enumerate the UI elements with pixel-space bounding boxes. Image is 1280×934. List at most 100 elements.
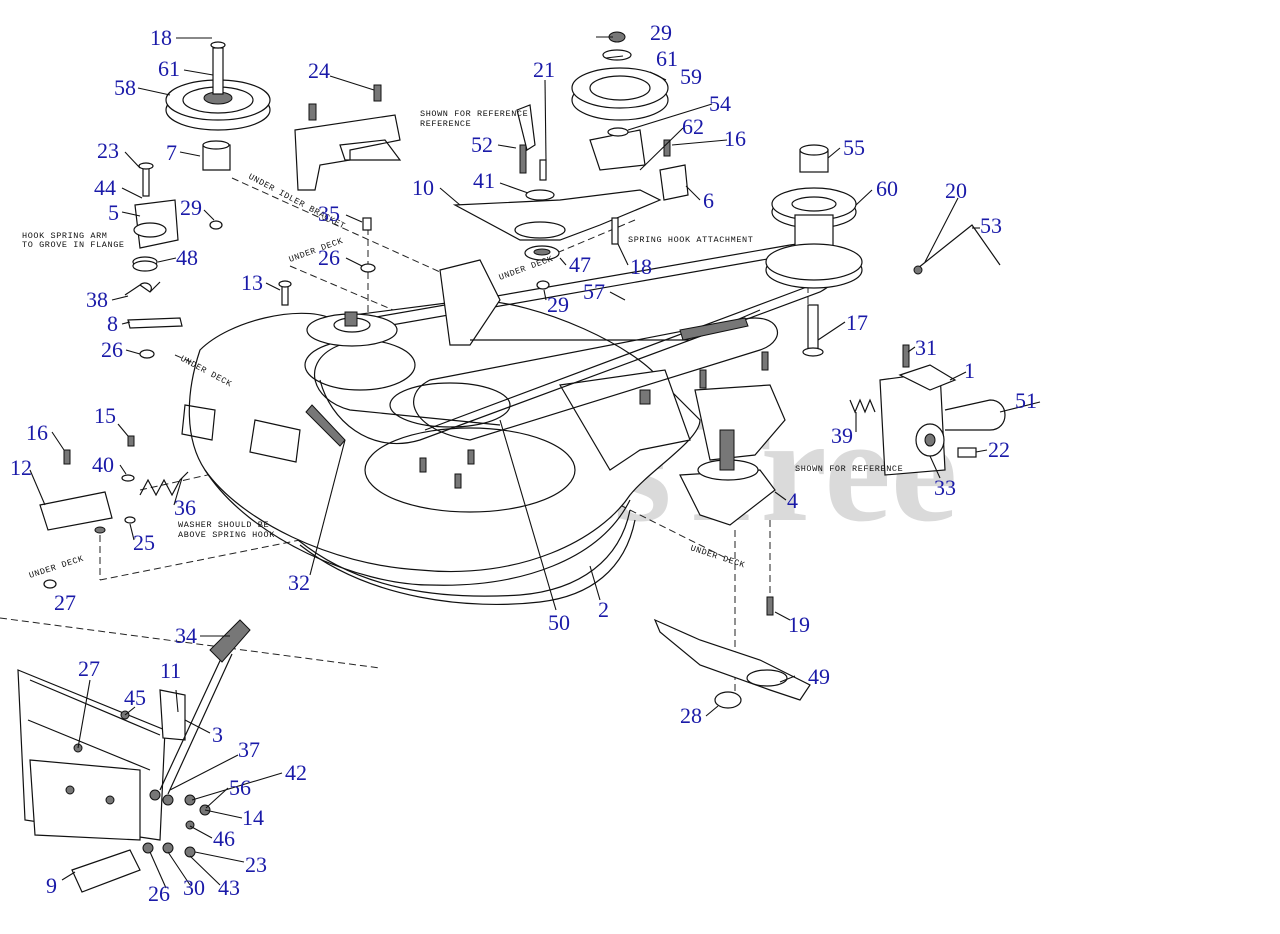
callout-16b[interactable]: 16 — [26, 420, 48, 445]
torsion-spring-38 — [124, 281, 161, 296]
callout-25[interactable]: 25 — [133, 530, 155, 555]
callout-46[interactable]: 46 — [213, 826, 235, 851]
callout-4[interactable]: 4 — [787, 488, 798, 513]
callout-60[interactable]: 60 — [876, 176, 898, 201]
callout-numbers: 18 61 58 24 21 29 61 59 54 62 16 55 52 7… — [10, 20, 1037, 906]
callout-44[interactable]: 44 — [94, 175, 116, 200]
callout-28[interactable]: 28 — [680, 703, 702, 728]
callout-19[interactable]: 19 — [788, 612, 810, 637]
spring-36 — [139, 471, 189, 497]
callout-49[interactable]: 49 — [808, 664, 830, 689]
callout-27b[interactable]: 27 — [78, 656, 100, 681]
callout-5[interactable]: 5 — [108, 200, 119, 225]
callout-32[interactable]: 32 — [288, 570, 310, 595]
callout-24[interactable]: 24 — [308, 58, 330, 83]
idler-bracket-10 — [452, 104, 662, 241]
spring-hook-6 — [659, 164, 689, 201]
callout-40[interactable]: 40 — [92, 452, 114, 477]
callout-23a[interactable]: 23 — [97, 138, 119, 163]
callout-26b[interactable]: 26 — [101, 337, 123, 362]
callout-41[interactable]: 41 — [473, 168, 495, 193]
callout-61a[interactable]: 61 — [158, 56, 180, 81]
callout-10[interactable]: 10 — [412, 175, 434, 200]
callout-42[interactable]: 42 — [285, 760, 307, 785]
callout-57[interactable]: 57 — [583, 279, 605, 304]
callout-56[interactable]: 56 — [229, 775, 251, 800]
blade-nut-28 — [714, 691, 742, 709]
callout-2[interactable]: 2 — [598, 597, 609, 622]
callout-48[interactable]: 48 — [176, 245, 198, 270]
pin-17 — [802, 304, 824, 357]
note-shown-for-reference-top: SHOWN FOR REFERENCE — [420, 109, 528, 119]
bolt-23 — [138, 162, 154, 197]
callout-54[interactable]: 54 — [709, 91, 731, 116]
nut-29c — [536, 280, 550, 290]
callout-53[interactable]: 53 — [980, 213, 1002, 238]
callout-47[interactable]: 47 — [569, 252, 591, 277]
note-washer-line2: ABOVE SPRING HOOK — [178, 530, 275, 540]
callout-26a[interactable]: 26 — [318, 245, 340, 270]
callout-61b[interactable]: 61 — [656, 46, 678, 71]
callout-52[interactable]: 52 — [471, 132, 493, 157]
callout-13[interactable]: 13 — [241, 270, 263, 295]
callout-18b[interactable]: 18 — [630, 254, 652, 279]
callout-43[interactable]: 43 — [218, 875, 240, 900]
callout-35[interactable]: 35 — [318, 201, 340, 226]
bolt-16b — [63, 449, 71, 465]
callout-62[interactable]: 62 — [682, 114, 704, 139]
nut-25 — [124, 516, 136, 524]
assembly-guide-lines — [0, 177, 809, 700]
callout-27a[interactable]: 27 — [54, 590, 76, 615]
callout-20[interactable]: 20 — [945, 178, 967, 203]
callout-14[interactable]: 14 — [242, 805, 264, 830]
note-shown-for-reference-right: SHOWN FOR REFERENCE — [795, 464, 903, 474]
idler-pulley-59 — [571, 31, 669, 121]
callout-12[interactable]: 12 — [10, 455, 32, 480]
callout-30[interactable]: 30 — [183, 875, 205, 900]
reference-bracket-24 — [294, 84, 402, 191]
callout-39[interactable]: 39 — [831, 423, 853, 448]
callout-1[interactable]: 1 — [964, 358, 975, 383]
callout-29b[interactable]: 29 — [180, 195, 202, 220]
bearing-47 — [524, 245, 560, 261]
callout-17[interactable]: 17 — [846, 310, 868, 335]
callout-50[interactable]: 50 — [548, 610, 570, 635]
spindle-housing-4 — [679, 351, 786, 526]
callout-15[interactable]: 15 — [94, 403, 116, 428]
nut-27a — [43, 579, 57, 589]
callout-29c[interactable]: 29 — [547, 292, 569, 317]
callout-26c[interactable]: 26 — [148, 881, 170, 906]
callout-58[interactable]: 58 — [114, 75, 136, 100]
callout-22[interactable]: 22 — [988, 437, 1010, 462]
callout-7[interactable]: 7 — [166, 140, 177, 165]
callout-8[interactable]: 8 — [107, 311, 118, 336]
bolt-19 — [766, 596, 774, 616]
callout-6[interactable]: 6 — [703, 188, 714, 213]
callout-59[interactable]: 59 — [680, 64, 702, 89]
callout-33[interactable]: 33 — [934, 475, 956, 500]
callout-34[interactable]: 34 — [175, 623, 197, 648]
idler-bracket-5 — [133, 199, 179, 249]
callout-37[interactable]: 37 — [238, 737, 260, 762]
note-under-deck-2: UNDER DECK — [498, 254, 555, 283]
callout-11[interactable]: 11 — [160, 658, 181, 683]
callout-16a[interactable]: 16 — [724, 126, 746, 151]
callout-29a[interactable]: 29 — [650, 20, 672, 45]
idler-pulley-58 — [165, 41, 271, 131]
callout-9[interactable]: 9 — [46, 873, 57, 898]
callout-36[interactable]: 36 — [174, 495, 196, 520]
callout-55[interactable]: 55 — [843, 135, 865, 160]
callout-21[interactable]: 21 — [533, 57, 555, 82]
nut-29b — [209, 220, 223, 230]
callout-23b[interactable]: 23 — [245, 852, 267, 877]
callout-3[interactable]: 3 — [212, 722, 223, 747]
callout-31[interactable]: 31 — [915, 335, 937, 360]
note-washer-line1: WASHER SHOULD BE — [178, 520, 269, 530]
spring-32 — [305, 404, 346, 447]
callout-51[interactable]: 51 — [1015, 388, 1037, 413]
callout-45[interactable]: 45 — [124, 685, 146, 710]
bolt-15 — [127, 435, 135, 447]
callout-38[interactable]: 38 — [86, 287, 108, 312]
callout-18a[interactable]: 18 — [150, 25, 172, 50]
washer-40 — [121, 474, 135, 482]
